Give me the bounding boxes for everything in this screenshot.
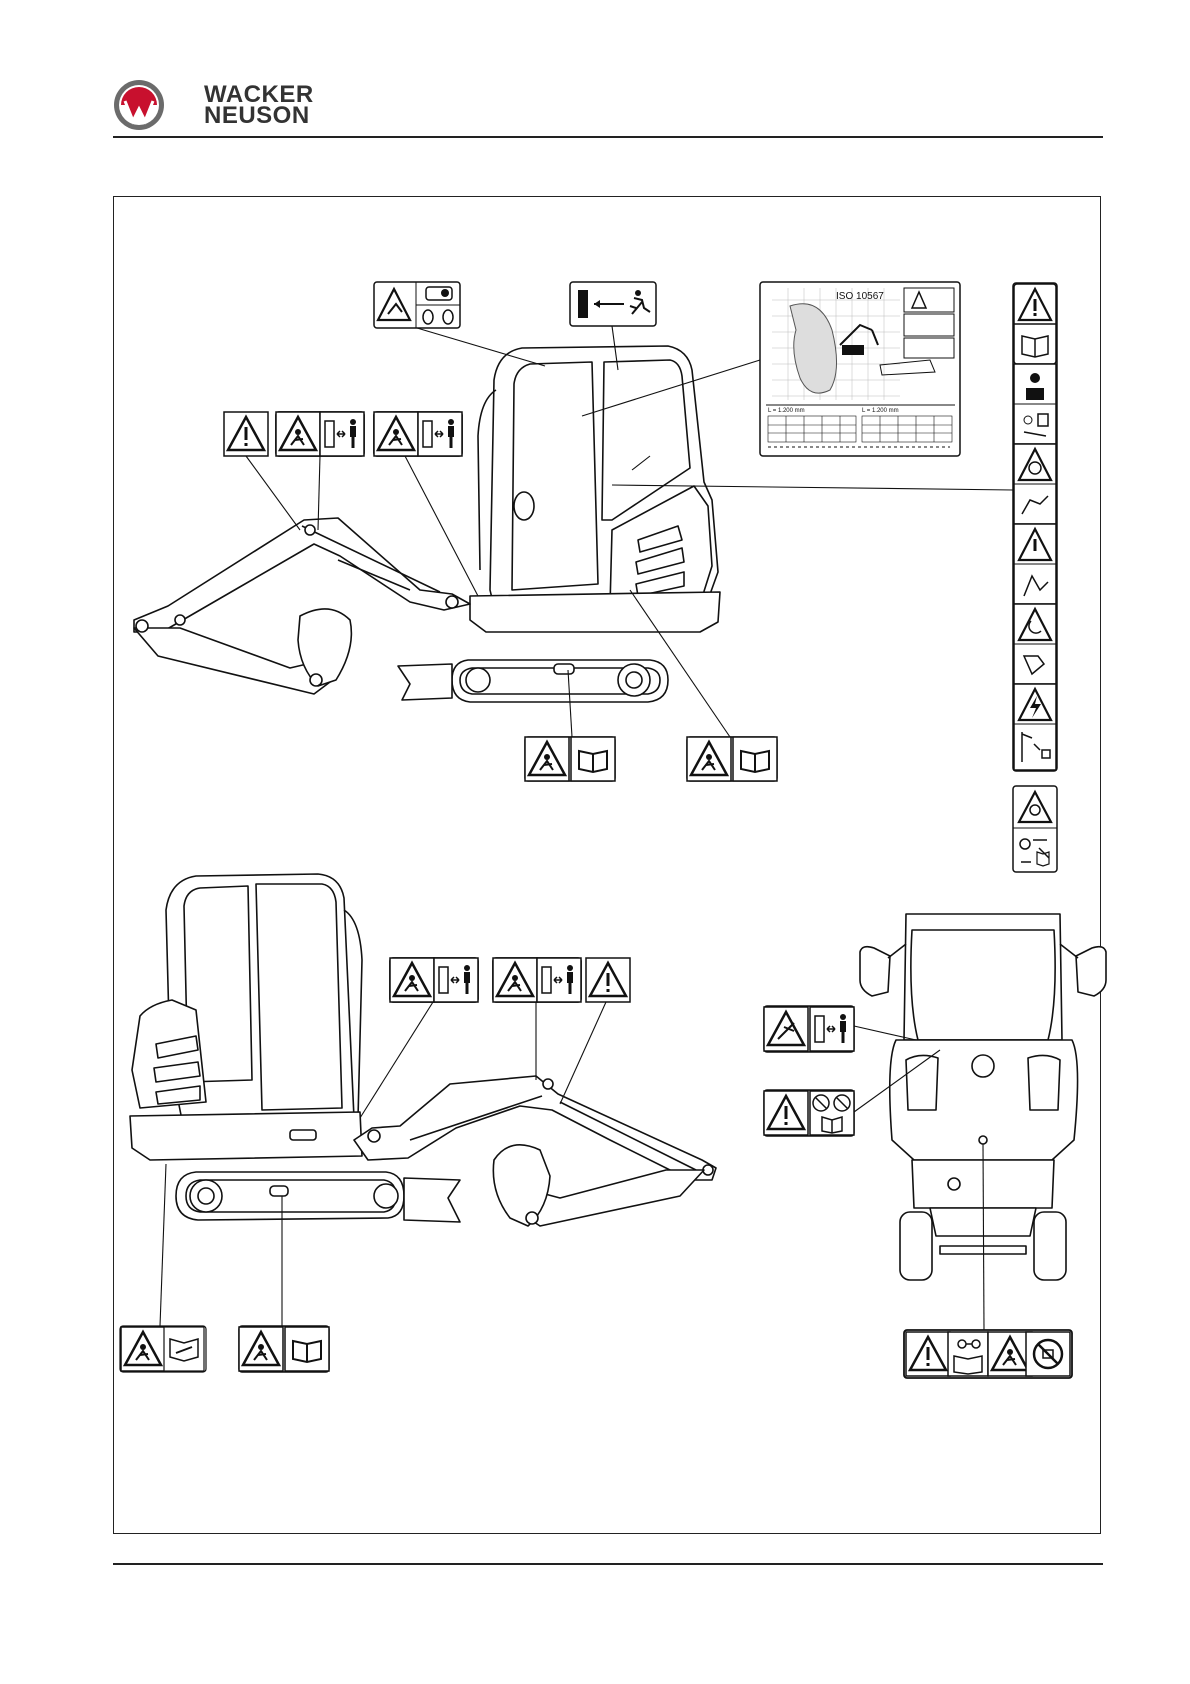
decal-hydraulic-manual-bottom <box>120 1326 206 1372</box>
decal-no-step-manual-rear <box>764 1090 854 1136</box>
top-boom-warning-icon <box>224 412 268 456</box>
footer-divider <box>113 1563 1103 1565</box>
bottom-boom-warning-icon <box>586 958 630 1002</box>
load-chart-standard: ISO 10567 <box>836 291 884 302</box>
decal-undercarriage-manual-top <box>525 737 615 781</box>
decal-swing-distance-top <box>276 412 364 456</box>
decal-crush-distance-top <box>374 412 462 456</box>
load-chart-reach-left: L = 1.200 mm <box>768 408 805 414</box>
decal-undercarriage-manual-bottom <box>239 1326 329 1372</box>
right-decal-column <box>1013 283 1057 771</box>
decal-engine-manual-top <box>687 737 777 781</box>
load-chart-decal: ISO 10567 L = 1.200 mm L = 1.200 mm <box>760 282 960 456</box>
decal-emergency-exit <box>570 282 656 326</box>
excavator-side-view-top <box>134 346 720 702</box>
decal-crush-distance-bottom <box>390 958 478 1002</box>
excavator-side-view-bottom <box>130 874 716 1226</box>
load-chart-reach-right: L = 1.200 mm <box>862 408 899 414</box>
decal-rotation-distance-rear <box>764 1006 854 1052</box>
right-decal-single <box>1013 786 1057 872</box>
decal-rear-strip <box>904 1330 1072 1378</box>
decal-crush-ear-protection <box>374 282 460 328</box>
decal-swing-distance-bottom <box>493 958 581 1002</box>
